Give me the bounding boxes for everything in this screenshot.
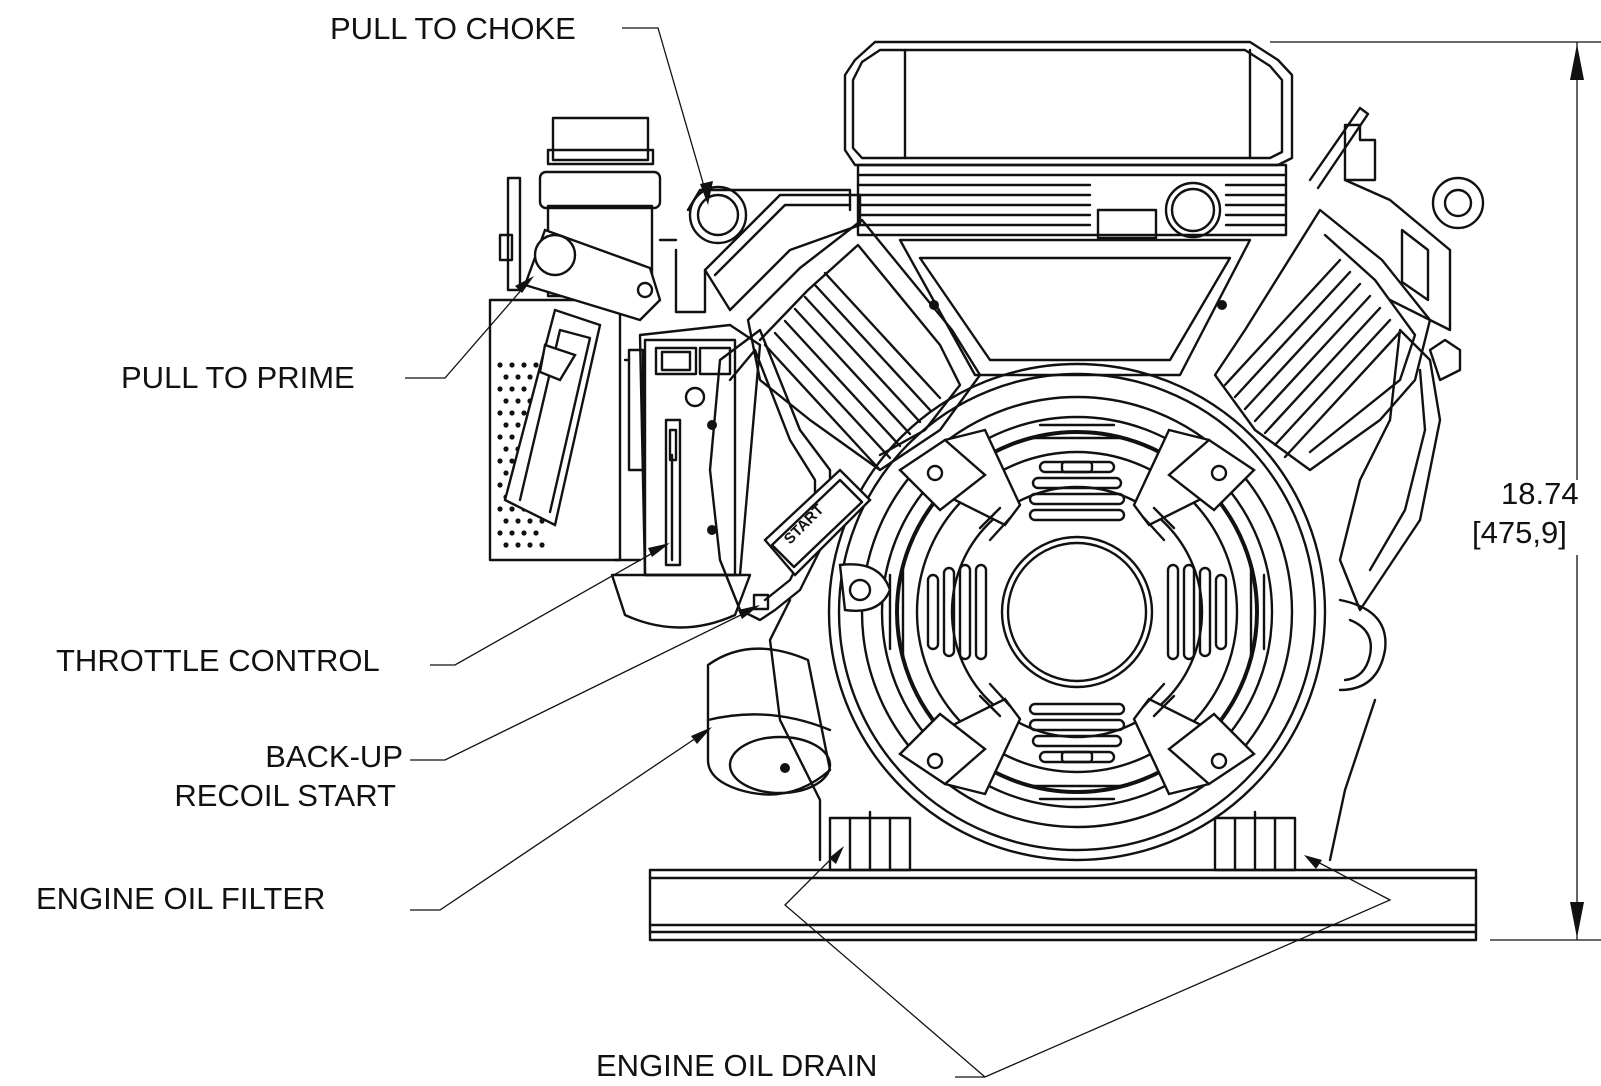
pull-to-prime-label: PULL TO PRIME — [121, 360, 355, 395]
left-cylinder — [686, 188, 982, 472]
throttle-control-panel — [610, 323, 762, 629]
right-cylinder — [1213, 106, 1485, 472]
base-plate — [648, 810, 1478, 942]
dimension-inches-label: 18.74 — [1501, 476, 1579, 511]
recoil-bolt — [752, 593, 770, 611]
height-dimension — [1270, 41, 1601, 941]
oil-filter — [706, 647, 832, 796]
leader-lines — [405, 27, 1392, 1078]
recoil-start-handle: START — [763, 468, 892, 612]
throttle-control-label: THROTTLE CONTROL — [56, 643, 380, 678]
air-intake-assembly — [488, 116, 748, 562]
back-up-label: BACK-UP — [265, 739, 403, 774]
dimension-mm-label: [475,9] — [1472, 515, 1567, 550]
recoil-start-label: RECOIL START — [174, 778, 396, 813]
air-cleaner-cover — [843, 40, 1294, 377]
pull-to-choke-label: PULL TO CHOKE — [330, 11, 576, 46]
blower-housing — [827, 362, 1327, 862]
engine-oil-drain-label: ENGINE OIL DRAIN — [596, 1048, 878, 1083]
engine-oil-filter-label: ENGINE OIL FILTER — [36, 881, 326, 916]
engine-block — [708, 328, 1442, 862]
